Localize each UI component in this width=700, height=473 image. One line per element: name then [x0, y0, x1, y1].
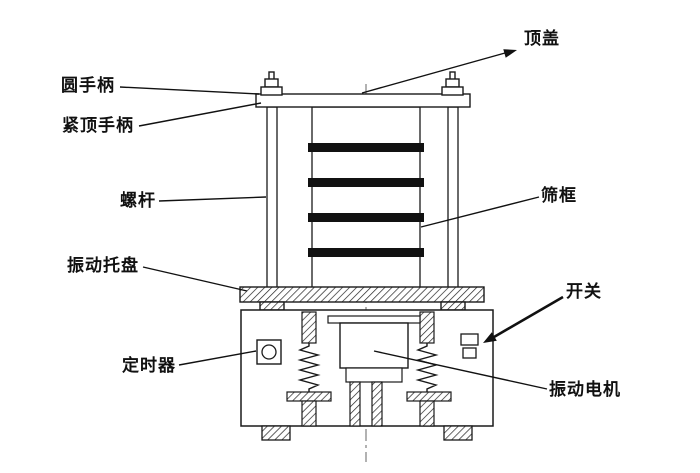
switch-lower-button: [462, 347, 477, 359]
leader-lines: [119, 49, 564, 390]
lower-post-right: [419, 400, 435, 427]
leader-switch: [493, 295, 564, 339]
vibration-motor-part: [339, 322, 409, 369]
label-top-cover: 顶盖: [524, 29, 560, 48]
motor-foot: [345, 367, 403, 383]
leader-round-handle: [119, 86, 260, 95]
lower-bracket-left: [286, 391, 332, 402]
spring-left: [297, 343, 321, 392]
leader-sieve-frame: [420, 196, 540, 228]
lower-post-left: [301, 400, 317, 427]
tray-nut-right: [440, 301, 466, 311]
label-switch: 开关: [566, 282, 602, 301]
arrowhead-top-cover: [503, 49, 517, 58]
sieve-stack-body: [311, 106, 421, 290]
label-timer: 定时器: [122, 356, 176, 375]
switch-upper-button: [460, 333, 479, 346]
leader-vibrating-tray: [142, 266, 248, 292]
base-unit: [240, 309, 494, 441]
tightening-handle-left-nut: [260, 86, 283, 96]
arrowhead-switch: [483, 332, 497, 343]
sieve-frame-bar-4: [308, 248, 424, 257]
sieve-frame-bar-1: [308, 143, 424, 152]
upper-bracket-left: [301, 311, 317, 344]
sieve-frame-bar-3: [308, 213, 424, 222]
round-handle-right-head: [445, 78, 460, 88]
label-screw-rod: 螺杆: [120, 191, 156, 210]
leader-vibration-motor: [373, 350, 548, 390]
spring-right: [415, 343, 439, 392]
screw-rod-right: [447, 106, 459, 291]
tray-nut-left: [259, 301, 285, 311]
foot-left: [261, 425, 291, 441]
label-vibration-motor: 振动电机: [549, 380, 621, 399]
center-post-left: [349, 381, 361, 427]
label-tightening-handle: 紧顶手柄: [62, 116, 134, 135]
tray-plate: [239, 286, 485, 303]
sieve-stack: [308, 106, 424, 290]
timer-dial: [261, 344, 277, 360]
sieve-frame-bar-2: [308, 178, 424, 187]
upper-bracket-right: [419, 311, 435, 344]
motor-mount-plate: [327, 315, 421, 324]
timer-part: [256, 339, 282, 365]
lower-bracket-right: [406, 391, 452, 402]
label-sieve-frame: 筛框: [541, 186, 577, 205]
vibrating-tray-part: [239, 286, 485, 311]
foot-right: [443, 425, 473, 441]
leader-top-cover: [361, 52, 506, 94]
leader-screw-rod: [158, 196, 267, 202]
center-post-right: [371, 381, 383, 427]
leader-tightening-handle: [138, 102, 262, 127]
top-cover-assembly: [255, 71, 471, 108]
tightening-handle-right-nut: [441, 86, 464, 96]
switch-part: [460, 333, 479, 359]
screw-rod-left: [266, 106, 278, 291]
label-vibrating-tray: 振动托盘: [67, 256, 139, 275]
leader-timer: [178, 350, 257, 366]
round-handle-left-head: [264, 78, 279, 88]
top-cover-part: [255, 93, 471, 108]
label-round-handle: 圆手柄: [61, 76, 115, 95]
